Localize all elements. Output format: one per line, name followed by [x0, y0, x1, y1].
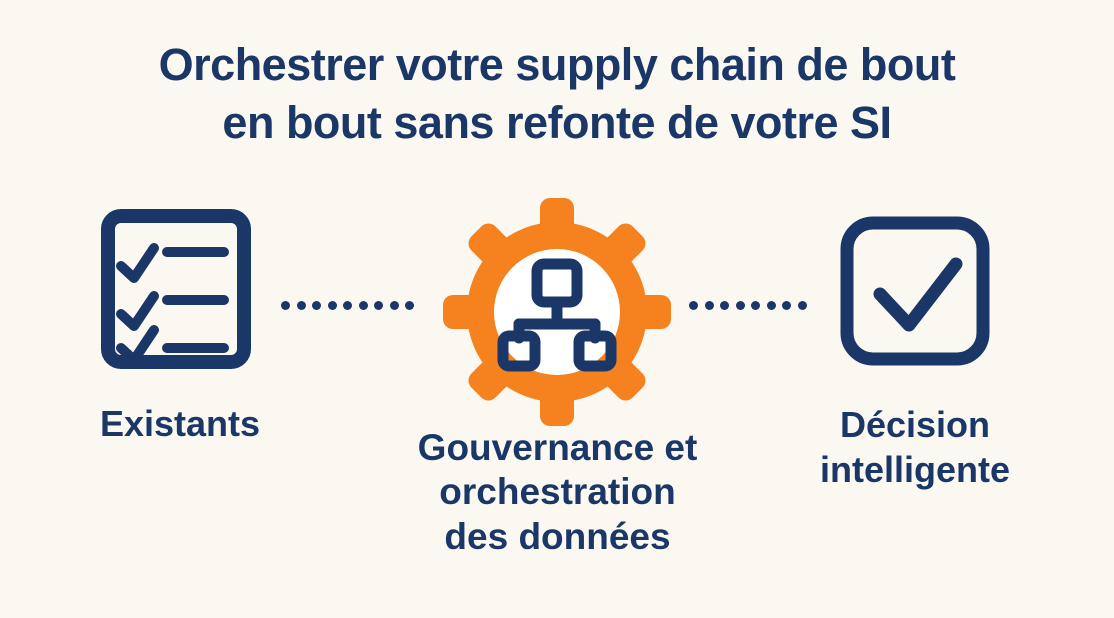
label-gouvernance-line2: orchestration [439, 471, 676, 513]
page-title-line1: Orchestrer votre supply chain de bout [158, 39, 956, 90]
connector-dot [327, 300, 337, 310]
label-gouvernance: Gouvernance et orchestration des données [370, 426, 745, 559]
label-gouvernance-line3: des données [444, 515, 671, 557]
connector-dot [782, 300, 791, 310]
label-existants: Existants [99, 403, 261, 444]
connector-dot [797, 300, 807, 310]
checklist-icon [100, 208, 252, 370]
connector-dot [405, 300, 414, 310]
connector-dot [296, 300, 306, 310]
existants-icon-box [100, 208, 252, 370]
label-decision-line2: intelligente [819, 449, 1011, 490]
connector-dot [720, 300, 729, 310]
dotted-connector-left [281, 300, 414, 310]
connector-dot [735, 300, 745, 310]
page-title: Orchestrer votre supply chain de bout en… [0, 36, 1114, 151]
label-gouvernance-line1: Gouvernance et [417, 427, 698, 468]
connector-dot [689, 300, 698, 310]
page-title-line2: en bout sans refonte de votre SI [222, 96, 892, 148]
dotted-connector-right [689, 300, 807, 310]
checkbox-check-icon [840, 216, 990, 366]
connector-dot [343, 300, 352, 310]
gouvernance-icon-box [443, 198, 671, 426]
label-decision: Décision intelligente [780, 402, 1050, 492]
connector-dot [389, 300, 399, 310]
gear-sitemap-icon [443, 198, 671, 426]
connector-dot [751, 300, 760, 310]
connector-dot [312, 300, 321, 310]
connector-dot [281, 300, 290, 310]
decision-icon-box [840, 216, 990, 366]
connector-dot [374, 300, 383, 310]
connector-dot [358, 300, 368, 310]
connector-dot [766, 300, 776, 310]
connector-dot [704, 300, 714, 310]
label-decision-line1: Décision [839, 404, 991, 445]
